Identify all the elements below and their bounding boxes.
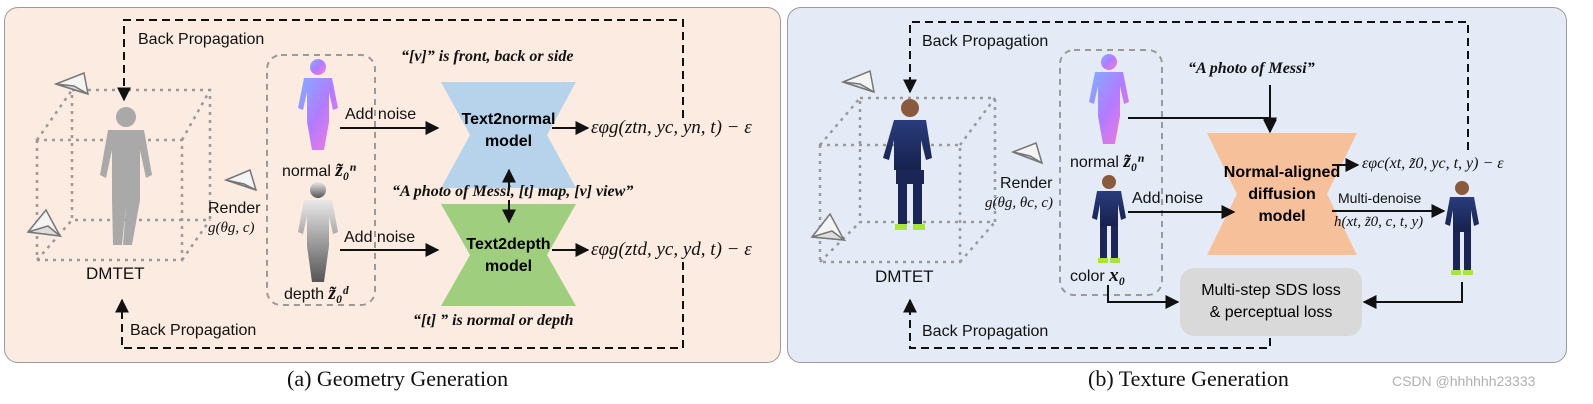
normal-caption: normal z̃₀ⁿ (282, 160, 356, 182)
render-label-a: Render (208, 200, 261, 217)
multi-denoise-label: Multi-denoise (1338, 190, 1422, 206)
backprop-path-a-bottom (115, 262, 684, 349)
prompt-type-label: “[t] ” is normal or depth (413, 312, 574, 329)
backprop-path-b-top (903, 21, 1469, 150)
add-noise-label-depth: Add noise (344, 229, 416, 246)
text2normal-model: Text2normal model (441, 109, 576, 153)
text2normal-shape (441, 82, 576, 188)
normal-symbol-b: z̃₀ⁿ (1123, 151, 1144, 172)
dmtet-label-a: DMTET (86, 264, 145, 283)
normal-aligned-line1: Normal-aligned (1223, 164, 1341, 181)
normal-aligned-model: Normal-aligned diffusion model (1207, 162, 1357, 228)
text2depth-line1: Text2depth (466, 236, 551, 253)
backprop-label-a-bottom: Back Propagation (130, 322, 257, 339)
backprop-label-a-top: Back Propagation (138, 31, 265, 48)
camera-icon-b2 (1010, 142, 1044, 165)
text2normal-line2: model (484, 133, 533, 150)
text2depth-line2: model (484, 258, 533, 275)
normal-caption-b: normal z̃₀ⁿ (1070, 151, 1144, 173)
normal-aligned-shape (1207, 133, 1357, 255)
backprop-label-b-top: Back Propagation (922, 33, 1049, 50)
loss-line2: & perceptual loss (1209, 304, 1333, 321)
camera-icon-b1 (840, 69, 875, 94)
render-label-b: Render (1000, 175, 1053, 192)
color-symbol-b: x₀ (1109, 265, 1126, 286)
eq-h: h(xt, z̃0, c, t, y) (1334, 214, 1424, 230)
normal-map-figure-b (1089, 54, 1129, 144)
normal-symbol: z̃₀ⁿ (335, 160, 356, 181)
gray-mesh-figure-a (100, 107, 152, 245)
normal-label: normal (282, 163, 331, 180)
normal-aligned-line2: diffusion (1248, 186, 1316, 203)
output-figure-b (1445, 181, 1479, 275)
depth-symbol: z̃₀ᵈ (328, 283, 349, 304)
loss-line1: Multi-step SDS loss (1201, 282, 1341, 299)
eq-normal: εφg(ztn, yc, yn, t) − ε (591, 117, 752, 138)
color-label-b: color (1070, 268, 1105, 285)
normal-aligned-line3: model (1258, 208, 1306, 225)
eq-depth: εφg(ztd, yc, yd, t) − ε (591, 239, 752, 260)
arrow-output-to-loss (1362, 282, 1463, 309)
arrow-normal-to-model (1128, 117, 1277, 134)
camera-icon-a1 (53, 71, 89, 96)
caption-a: (a) Geometry Generation (287, 366, 509, 391)
add-noise-label-b: Add noise (1132, 190, 1204, 207)
backprop-path-a-top (117, 19, 684, 118)
camera-icon-a3 (26, 208, 63, 238)
add-noise-label-normal: Add noise (345, 106, 417, 123)
watermark: CSDN @hhhhhh23333 (1392, 373, 1536, 389)
normal-map-figure (298, 59, 338, 150)
render-func-b: g(θg, θc, c) (985, 195, 1054, 211)
input-group-b (1059, 49, 1163, 296)
arrow-color-to-loss (1107, 285, 1180, 309)
camera-icon-a2 (223, 168, 258, 192)
backprop-label-b-bottom: Back Propagation (922, 323, 1049, 340)
caption-b: (b) Texture Generation (1088, 366, 1289, 391)
prompt-label-b: “A photo of Messi” (1188, 60, 1315, 77)
backprop-path-b-bottom (903, 298, 1271, 349)
normal-label-b: normal (1070, 154, 1119, 171)
dmtet-cube-b (818, 96, 997, 264)
camera-icon-b3 (810, 212, 847, 241)
text2normal-line1: Text2normal (461, 111, 556, 128)
color-caption-b: color x₀ (1070, 265, 1125, 287)
loss-box: Multi-step SDS loss & perceptual loss (1180, 280, 1362, 324)
color-figure-b (1092, 175, 1126, 263)
textured-figure-b (883, 99, 932, 230)
text2depth-model: Text2depth model (441, 234, 576, 278)
loss-box-shape (1180, 268, 1362, 336)
prompt-view-label: “[v]” is front, back or side (401, 48, 574, 65)
dmtet-label-b: DMTET (875, 267, 934, 286)
input-group-a (266, 54, 376, 306)
text2depth-shape (441, 204, 576, 306)
render-func-a: g(θg, c) (208, 220, 255, 236)
depth-caption: depth z̃₀ᵈ (284, 283, 348, 305)
depth-map-figure (298, 182, 338, 282)
eq-sds: εφc(xt, z̃0, yc, t, y) − ε (1362, 155, 1504, 172)
depth-label: depth (284, 286, 325, 303)
prompt-main-label: “A photo of Messi, [t] map, [v] view” (392, 183, 634, 200)
